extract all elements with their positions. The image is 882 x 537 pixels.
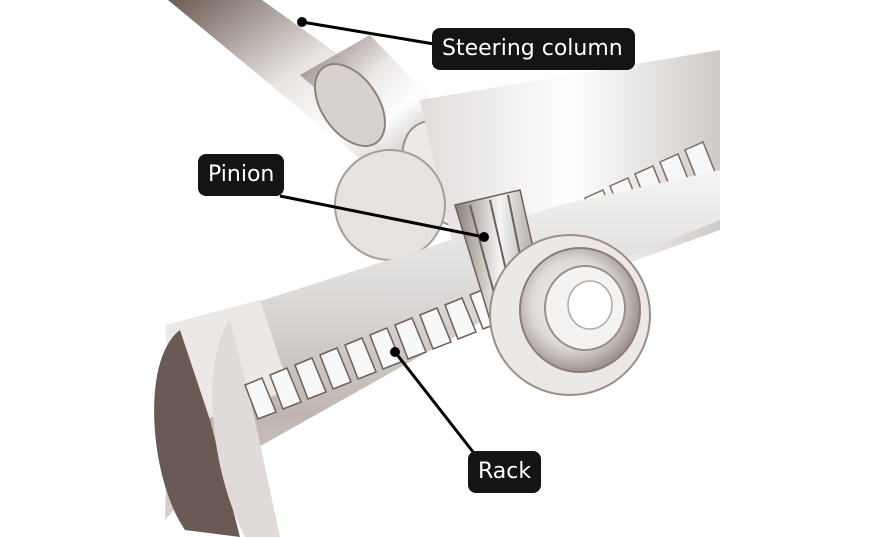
- steering-column-label: Steering column: [432, 28, 635, 70]
- leader-dot-steering-column: [297, 17, 307, 27]
- leader-dot-pinion: [479, 232, 489, 242]
- leader-line-rack: [393, 351, 479, 458]
- rack-teeth: [244, 287, 502, 420]
- leader-dots: [297, 17, 489, 357]
- leader-lines: [279, 20, 485, 458]
- rack-label: Rack: [468, 451, 542, 493]
- pinion-label: Pinion: [198, 154, 285, 196]
- leader-dot-rack: [390, 347, 400, 357]
- leader-line-steering-column: [301, 20, 435, 46]
- pinion-end-cap: [489, 234, 651, 396]
- leader-line-pinion: [279, 194, 485, 239]
